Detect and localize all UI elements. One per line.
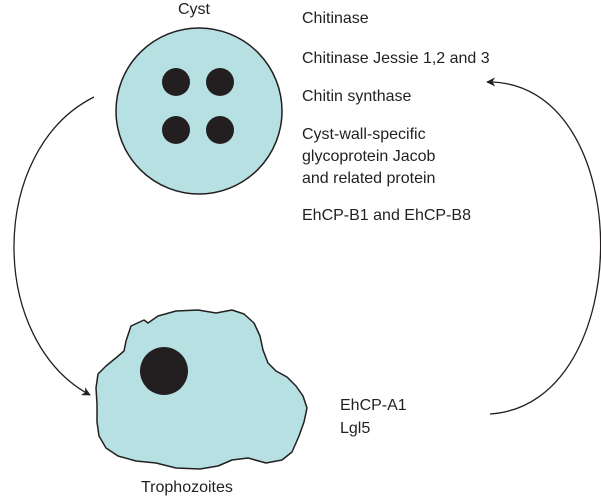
factor-jacob-line-2: glycoprotein Jacob bbox=[302, 148, 436, 165]
cyst-nucleus-top-right bbox=[206, 68, 234, 96]
cyst-nucleus-bottom-left bbox=[162, 116, 190, 144]
factor-chitinase: Chitinase bbox=[302, 10, 369, 27]
factor-chitinase-jessie: Chitinase Jessie 1,2 and 3 bbox=[302, 50, 490, 67]
cyst-nucleus-top-left bbox=[162, 68, 190, 96]
trophozoite-body bbox=[95, 309, 308, 470]
cyst bbox=[115, 27, 283, 195]
trophozoite-nucleus bbox=[140, 347, 188, 395]
trophozoite bbox=[95, 309, 308, 470]
factor-ehcp-b1-b8: EhCP-B1 and EhCP-B8 bbox=[302, 207, 471, 224]
cyst-nucleus-bottom-right bbox=[206, 116, 234, 144]
factor-ehcp-a1: EhCP-A1 bbox=[340, 397, 407, 414]
encystation-arrow bbox=[13, 96, 95, 396]
cyst-title: Cyst bbox=[178, 1, 210, 18]
factor-chitin-synthase: Chitin synthase bbox=[302, 88, 412, 105]
trophozoite-title: Trophozoites bbox=[141, 479, 233, 496]
factor-jacob-line-1: Cyst-wall-specific bbox=[302, 126, 426, 143]
excystation-arrow bbox=[486, 77, 601, 415]
factor-jacob-line-3: and related protein bbox=[302, 170, 436, 187]
cyst-body bbox=[115, 27, 283, 195]
factor-lgl5: Lgl5 bbox=[340, 420, 371, 437]
